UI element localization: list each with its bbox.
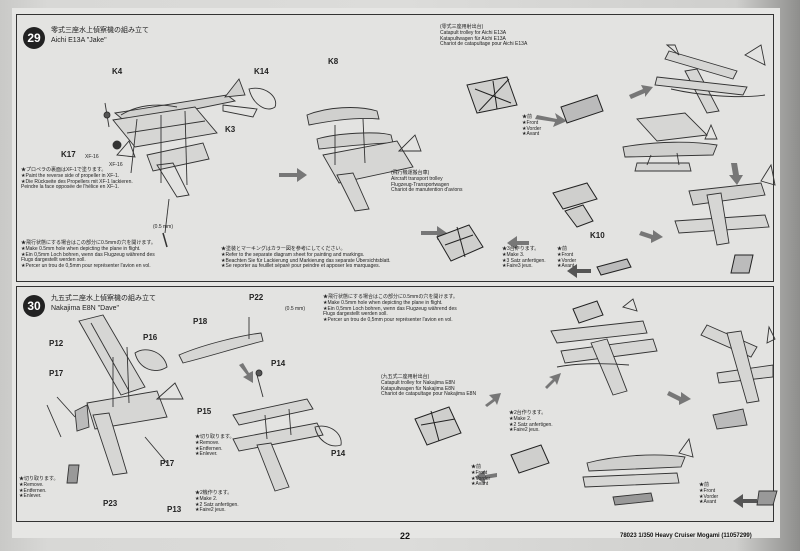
part-label-k3: K3	[225, 125, 236, 134]
flight-hole-note-30: ★飛行状態にする場合はこの部分に0.5mmの穴を開けます。 ★Make 0.5m…	[323, 294, 458, 323]
part-label-p14-b: P14	[331, 449, 346, 458]
hole-size-label-30: (0.5 mm)	[285, 306, 305, 312]
step-30-title-jp: 九五式二座水上偵察機の組み立て	[51, 295, 156, 302]
painting-markings-note: ★塗装とマーキングはカラー図を参考にしてください。 ★Refer to the …	[221, 246, 391, 270]
part-label-k14: K14	[254, 67, 269, 76]
hole-size-label: (0.5 mm)	[153, 224, 173, 230]
part-label-k4: K4	[112, 67, 123, 76]
catapult-trolley-label: (零式三座用射出台) Catapult trolley for Aichi E1…	[440, 24, 528, 48]
page-number: 22	[400, 531, 411, 541]
propeller-paint-note: ★プロペラの裏面はXF-1で塗ります。 ★Paint the reverse s…	[21, 167, 133, 191]
part-label-p16: P16	[143, 333, 158, 342]
make-three-note: ★3台作ります。 ★Make 3. ★3 Satz anfertigen. ★F…	[502, 246, 546, 270]
make-two-note-b: ★2台作ります。 ★Make 2. ★2 Satz anfertigen. ★F…	[509, 410, 553, 434]
part-label-p23: P23	[103, 499, 118, 508]
part-label-k8: K8	[328, 57, 339, 66]
paint-code-xf16-b: XF-16	[109, 162, 123, 168]
aichi-e13a-exploded-drawing	[103, 44, 776, 278]
flight-hole-note: ★飛行状態にする場合はこの部分に0.5mmの穴を開けます。 ★Make 0.5m…	[21, 240, 156, 269]
part-label-k17: K17	[61, 150, 76, 159]
front-direction-label: ★前 ★Front ★Vorder ★Avant	[522, 114, 542, 138]
step-29-number: 29	[23, 27, 45, 49]
part-label-p15: P15	[197, 407, 212, 416]
part-label-p14-a: P14	[271, 359, 286, 368]
part-label-p22: P22	[249, 293, 264, 302]
step-30-panel: 30 九五式二座水上偵察機の組み立て Nakajima E8N "Dave"	[16, 286, 778, 522]
part-label-p13: P13	[167, 505, 182, 514]
kit-reference: 78023 1/350 Heavy Cruiser Mogami (110572…	[620, 533, 752, 539]
front-direction-label-30: ★前 ★Front ★Vorder ★Avant	[471, 464, 491, 488]
part-label-p17-a: P17	[49, 369, 64, 378]
transport-trolley-label: (飛行機運搬台車) Aircraft transport trolley Flu…	[391, 170, 463, 194]
part-label-k10: K10	[590, 231, 605, 240]
part-label-p12: P12	[49, 339, 64, 348]
make-two-note-a: ★2機作ります。 ★Make 2. ★2 Satz anfertigen. ★F…	[195, 490, 239, 514]
remove-note-a: ★切り取ります。 ★Remove. ★Entfernen. ★Enlever.	[195, 434, 235, 458]
paint-code-xf16-a: XF-16	[85, 154, 99, 160]
step-29-panel: 29 零式三座水上偵察機の組み立て Aichi E13A "Jake"	[16, 14, 776, 282]
remove-note-b: ★切り取ります。 ★Remove. ★Entfernen. ★Enlever.	[19, 476, 59, 500]
catapult-trolley-label-30: (九五式二座用射出台) Catapult trolley for Nakajim…	[381, 374, 477, 398]
nakajima-e8n-exploded-drawing	[46, 298, 778, 508]
step-29-title-jp: 零式三座水上偵察機の組み立て	[51, 27, 149, 34]
step-30-title-en: Nakajima E8N "Dave"	[51, 305, 119, 312]
step-29-title-en: Aichi E13A "Jake"	[51, 37, 107, 44]
step-30-number: 30	[23, 295, 45, 317]
front-direction-label-2: ★前 ★Front ★Vorder ★Avant	[557, 246, 577, 270]
part-label-p17-b: P17	[160, 459, 175, 468]
front-direction-label-30-b: ★前 ★Front ★Vorder ★Avant	[699, 482, 719, 506]
part-label-p18: P18	[193, 317, 208, 326]
